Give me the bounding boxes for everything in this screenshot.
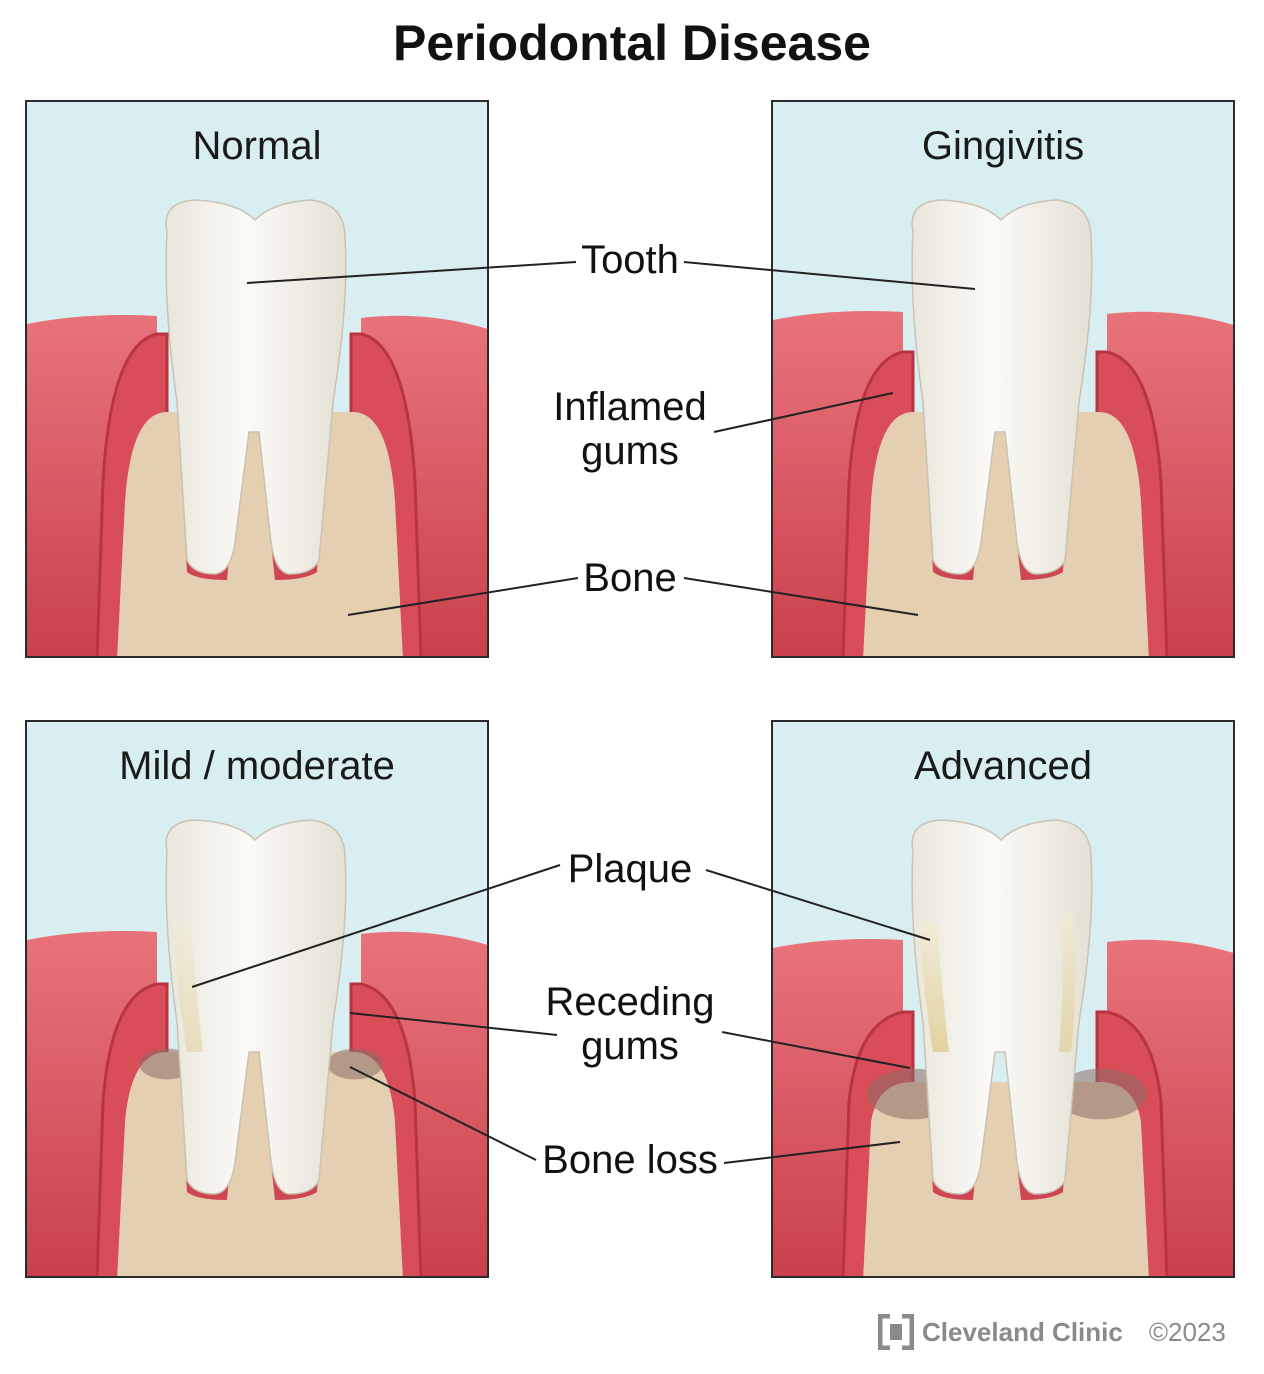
page-title: Periodontal Disease [393,15,871,71]
bone-loss-right [327,1048,383,1080]
tooth [165,199,347,575]
panel-advanced: Advanced [771,720,1235,1278]
tooth-illustration-normal [27,199,487,656]
tooth [911,819,1093,1195]
plaque [173,922,203,1052]
label-receding-line1: Receding [545,980,715,1024]
label-inflamed-line1: Inflamed [553,385,707,429]
bone [863,412,1149,656]
cleveland-clinic-logo-icon [878,1314,914,1350]
panel-gingivitis: Gingivitis [771,100,1235,658]
tooth-illustration-gingivitis [773,199,1233,656]
plaque-right [1059,912,1076,1052]
label-inflamed-gums: Inflamed gums [530,385,730,473]
bone [117,412,403,656]
panel-mild-moderate: Mild / moderate [25,720,489,1278]
label-plaque: Plaque [567,847,693,891]
label-bone-loss: Bone loss [542,1138,718,1182]
footer-copyright: ©2023 [1148,1316,1226,1347]
footer-brand: Cleveland Clinic [922,1316,1123,1347]
label-tooth: Tooth [581,238,679,282]
panel-title-mild-moderate: Mild / moderate [119,744,395,788]
bone-loss-right [1055,1068,1147,1120]
panel-title-normal: Normal [192,124,322,168]
panel-title-gingivitis: Gingivitis [921,124,1085,168]
panel-normal: Normal [25,100,489,658]
label-bone: Bone [583,556,677,600]
plaque [919,922,949,1052]
label-inflamed-line2: gums [581,429,679,473]
label-receding-gums: Receding gums [520,980,740,1068]
footer: Cleveland Clinic ©2023 [878,1312,1226,1352]
label-receding-line2: gums [581,1024,679,1068]
tooth-illustration-mild-moderate [27,819,487,1276]
panel-title-advanced: Advanced [914,744,1092,788]
tooth [911,199,1093,575]
bone [117,1052,403,1276]
tooth-illustration-advanced [773,819,1233,1276]
